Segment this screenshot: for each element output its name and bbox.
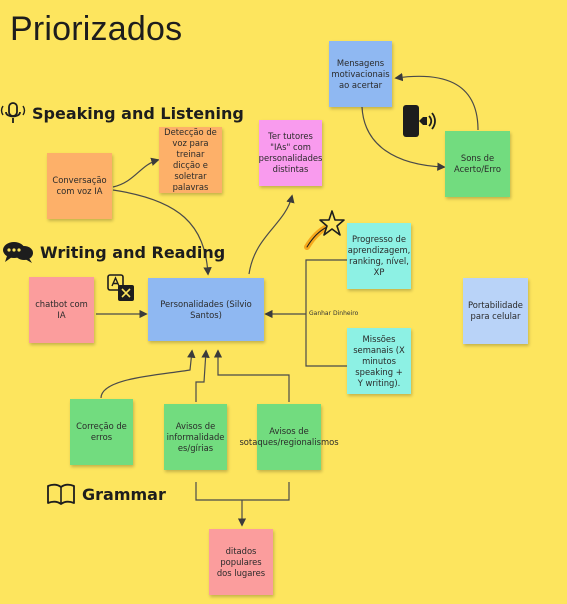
speaker-phone-icon	[403, 105, 436, 137]
page-title: Priorizados	[10, 10, 183, 48]
note-chatbot[interactable]: chatbot com IA	[29, 277, 94, 343]
note-sons[interactable]: Sons de Acerto/Erro	[445, 131, 510, 197]
edge-sotaques-personalidades	[213, 349, 290, 402]
note-progresso[interactable]: Progresso de aprendizagem, ranking, níve…	[347, 223, 411, 289]
section-grammar: Grammar	[46, 482, 166, 506]
note-missoes[interactable]: Missões semanais (X minutos speaking + Y…	[347, 328, 411, 394]
edge-conversacao-personalidades	[112, 189, 212, 276]
note-mensagens[interactable]: Mensagens motivacionais ao acertar	[329, 41, 392, 107]
note-informalidade[interactable]: Avisos de informalidade es/gírias	[164, 404, 227, 470]
shooting-star-icon	[304, 210, 345, 250]
note-personalidades[interactable]: Personalidades (Silvio Santos)	[148, 278, 264, 341]
section-speaking-label: Speaking and Listening	[32, 103, 244, 123]
note-tutores[interactable]: Ter tutores "IAs" com personalidades dis…	[259, 120, 322, 186]
section-grammar-label: Grammar	[82, 484, 166, 504]
edge-personalidades-tutores	[248, 194, 295, 275]
microphone-icon	[0, 102, 26, 123]
translate-icon	[107, 274, 134, 301]
section-speaking: Speaking and Listening	[0, 101, 244, 125]
edge-progresso-bracket	[305, 259, 347, 367]
note-portabilidade[interactable]: Portabilidade para celular	[463, 278, 528, 344]
open-book-icon	[47, 483, 75, 505]
note-sotaques[interactable]: Avisos de sotaques/regionalismos	[239, 404, 339, 470]
note-conversacao[interactable]: Conversação com voz IA	[47, 153, 112, 219]
edge-mensagens-sons	[361, 106, 446, 171]
note-deteccao[interactable]: Detecção de voz para treinar dicção e so…	[159, 127, 222, 193]
edge-correcao-personalidades	[100, 349, 196, 399]
section-writing-label: Writing and Reading	[40, 242, 226, 262]
section-writing: Writing and Reading	[2, 240, 225, 264]
edge-informalidade-personalidades	[195, 349, 210, 402]
chat-bubbles-icon	[3, 242, 33, 263]
edge-sons-mensagens	[394, 72, 479, 131]
edge-group-ditados	[195, 482, 290, 501]
edge-conversacao-deteccao	[112, 157, 160, 188]
note-correcao[interactable]: Correção de erros	[70, 399, 133, 465]
note-ditados[interactable]: ditados populares dos lugares	[209, 529, 273, 595]
label-ganhar-dinheiro: Ganhar Dinheiro	[309, 310, 359, 317]
